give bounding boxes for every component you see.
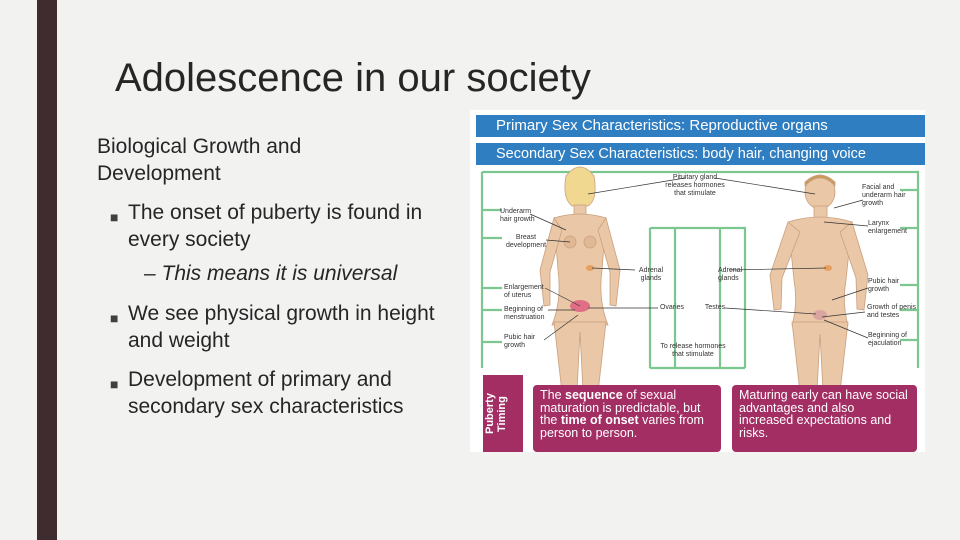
early-maturing-info-box: Maturing early can have social advantage… bbox=[732, 385, 917, 452]
secondary-characteristics-banner: Secondary Sex Characteristics: body hair… bbox=[476, 143, 925, 165]
adrenal-left-label: Adrenal glands bbox=[634, 267, 668, 283]
underarm-label: Underarm hair growth bbox=[500, 208, 540, 224]
pituitary-label: Pituitary gland releases hormones that s… bbox=[665, 174, 725, 198]
slide-subtitle: Biological Growth and Development bbox=[97, 133, 417, 187]
release-label: To release hormones that stimulate bbox=[656, 343, 730, 359]
bullet-marker-icon: ■ bbox=[110, 305, 118, 332]
bullet-text: We see physical growth in height and wei… bbox=[110, 300, 450, 354]
bullet-item: ■ We see physical growth in height and w… bbox=[110, 300, 450, 354]
bullet-marker-icon: ■ bbox=[110, 204, 118, 231]
bullet-text: The onset of puberty is found in every s… bbox=[110, 199, 450, 253]
larynx-label: Larynx enlargement bbox=[868, 220, 914, 236]
puberty-timing-label: Puberty Timing bbox=[484, 384, 514, 444]
pubic-male-label: Pubic hair growth bbox=[868, 278, 908, 294]
pubic-female-label: Pubic hair growth bbox=[504, 334, 544, 350]
bullet-text: Development of primary and secondary sex… bbox=[110, 366, 450, 420]
primary-characteristics-banner: Primary Sex Characteristics: Reproductiv… bbox=[476, 115, 925, 137]
breast-label: Breast development bbox=[504, 234, 548, 250]
facial-hair-label: Facial and underarm hair growth bbox=[862, 184, 908, 208]
ejaculation-label: Beginning of ejaculation bbox=[868, 332, 914, 348]
testes-label: Testes bbox=[700, 304, 730, 312]
penis-growth-label: Growth of penis and testes bbox=[867, 304, 917, 320]
slide-sidebar-accent bbox=[37, 0, 57, 540]
adrenal-right-label: Adrenal glands bbox=[718, 267, 752, 283]
bullet-marker-icon: ■ bbox=[110, 371, 118, 398]
sequence-info-box: The sequence of sexual maturation is pre… bbox=[533, 385, 721, 452]
slide-title: Adolescence in our society bbox=[115, 56, 591, 101]
female-figure-icon bbox=[540, 167, 620, 410]
puberty-diagram: Primary Sex Characteristics: Reproductiv… bbox=[470, 110, 925, 452]
uterus-label: Enlargement of uterus bbox=[504, 284, 546, 300]
male-figure-icon bbox=[770, 175, 868, 410]
menstruation-label: Beginning of menstruation bbox=[504, 306, 552, 322]
bullet-item: ■ Development of primary and secondary s… bbox=[110, 366, 450, 420]
ovaries-label: Ovaries bbox=[656, 304, 688, 312]
sub-bullet-item: – This means it is universal bbox=[144, 260, 397, 287]
bullet-item: ■ The onset of puberty is found in every… bbox=[110, 199, 450, 253]
